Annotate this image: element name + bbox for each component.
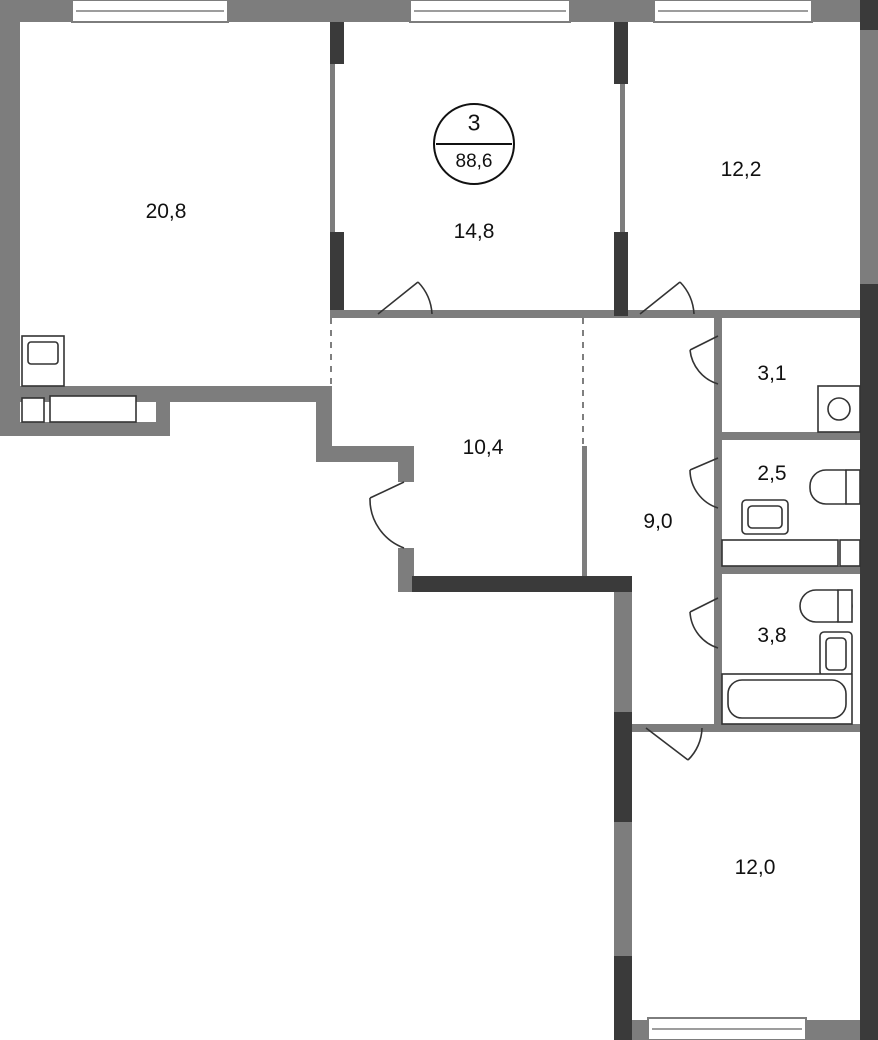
- room-area-living: 20,8: [145, 200, 187, 223]
- pillar: [614, 712, 632, 822]
- wall-hall-corridor: [582, 446, 587, 578]
- pillar: [614, 232, 628, 316]
- wall-step-bottom: [316, 446, 412, 462]
- wall-step: [316, 386, 332, 462]
- room-area-toilet: 2,5: [757, 462, 787, 485]
- total-area-label: 88,6: [455, 151, 493, 172]
- wall-wet-block: [714, 318, 722, 726]
- wall-left: [0, 0, 20, 436]
- wall-hall-left-lower: [398, 548, 414, 592]
- wall-storage-toilet: [714, 432, 860, 440]
- balcony-cabinet-icon: [21, 397, 45, 423]
- wall-toilet-bath: [714, 566, 860, 574]
- pillar: [860, 0, 878, 30]
- room-count-label: 3: [467, 109, 481, 136]
- room-area-corridor: 9,0: [643, 510, 673, 533]
- pillar: [330, 22, 344, 64]
- pillar: [614, 956, 632, 1040]
- room-area-bedroom-center: 14,8: [453, 220, 495, 243]
- room-area-storage: 3,1: [757, 362, 787, 385]
- room-area-hall: 10,4: [462, 436, 504, 459]
- door-bathroom: [689, 597, 719, 649]
- wall-right-core: [860, 284, 878, 1040]
- wall-hall-bottom: [412, 576, 632, 592]
- wall-living-bedroom: [330, 22, 335, 312]
- room-area-bedroom-right: 12,2: [720, 158, 762, 181]
- door-bedroom-right: [639, 281, 695, 315]
- wall-niche-side: [156, 386, 170, 436]
- wall-bedroom-bedroom: [620, 22, 625, 312]
- door-bedroom-bottom: [645, 727, 703, 761]
- door-entrance: [369, 481, 405, 549]
- wall-niche-bottom: [0, 422, 170, 436]
- counter-icon: [721, 539, 839, 567]
- door-bedroom-center: [377, 281, 433, 315]
- heater-icon: [839, 539, 861, 567]
- pillar: [330, 232, 344, 310]
- door-storage: [689, 335, 719, 385]
- area-badge: [433, 103, 515, 185]
- room-area-bathroom: 3,8: [757, 624, 787, 647]
- door-toilet: [689, 457, 719, 509]
- room-area-bedroom-bottom: 12,0: [734, 856, 776, 879]
- balcony-bench-icon: [49, 395, 137, 423]
- wall-hall-left-upper: [398, 446, 414, 482]
- pillar: [614, 22, 628, 84]
- wall-bath-bedroom: [632, 724, 860, 732]
- wall-bedrooms-bottom: [330, 310, 860, 318]
